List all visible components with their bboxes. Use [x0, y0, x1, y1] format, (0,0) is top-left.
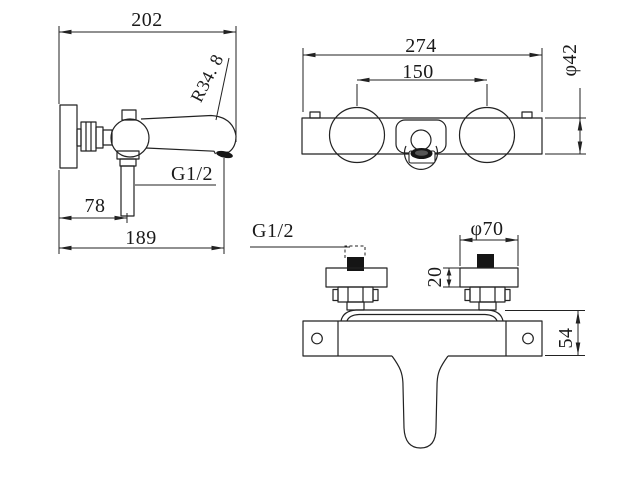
adapter-large — [95, 126, 104, 149]
top-flange-diameter-label: φ70 — [470, 218, 504, 240]
inlet-nut-right-tab-b — [504, 288, 511, 302]
screw-hole-right — [522, 332, 534, 345]
top-body-depth-label: 54 — [555, 327, 577, 349]
inlet-neck-left — [346, 301, 365, 311]
front-view — [301, 48, 586, 170]
wall-flange-left — [328, 106, 386, 164]
body-back-chamfer — [340, 309, 504, 322]
spout-opening-inner — [415, 150, 428, 156]
mounting-nut — [80, 121, 97, 152]
spout-ring-outer — [403, 145, 439, 170]
spout-aerator — [216, 150, 233, 159]
side-reach-label: 189 — [125, 227, 157, 249]
wall-flange-right — [458, 106, 516, 164]
inlet-neck-right — [478, 301, 497, 311]
inlet-nut-left-tab-a — [332, 288, 339, 302]
side-view — [58, 26, 237, 254]
spout-top-outline — [391, 355, 449, 449]
mounting-ear-lines — [337, 321, 507, 356]
wall-plate — [59, 104, 78, 169]
inlet-nut-left-facets — [347, 287, 364, 302]
front-view-dimensions — [302, 48, 586, 155]
front-body-diameter-label: φ42 — [559, 43, 581, 77]
top-inlet-thread-label: G1/2 — [252, 220, 294, 242]
side-overall-width-label: 202 — [131, 9, 163, 31]
radius-leader — [215, 57, 230, 121]
top-view — [250, 235, 585, 449]
mounting-nut-facets — [85, 122, 92, 151]
top-flange-height-label: 20 — [424, 266, 446, 288]
valve-body — [110, 118, 150, 158]
end-screw-left — [309, 111, 321, 119]
spout — [140, 114, 237, 155]
inlet-pipe-right — [477, 254, 494, 268]
inlet-nut-left — [337, 286, 374, 303]
inlet-flange-right — [459, 267, 519, 288]
top-view-dimensions — [443, 235, 585, 356]
spout-ring-inner — [410, 129, 432, 151]
screw-hole-left — [311, 332, 323, 345]
inlet-nut-left-tab-b — [372, 288, 379, 302]
inlet-nut-right-facets — [479, 287, 496, 302]
inlet-nut-right-tab-a — [464, 288, 471, 302]
end-screw-right — [521, 111, 533, 119]
side-outlet-offset-label: 78 — [84, 195, 106, 217]
hidden-thread-outline — [344, 245, 366, 258]
inlet-nut-right — [469, 286, 506, 303]
side-outlet-thread-label: G1/2 — [171, 163, 213, 185]
inlet-pipe-left — [347, 257, 364, 271]
body-back-chamfer-inner — [346, 313, 498, 322]
side-view-dimensions — [58, 26, 237, 254]
body-outline — [302, 320, 543, 357]
outlet-pipe — [120, 165, 135, 217]
diverter-button — [121, 109, 137, 121]
front-overall-width-label: 274 — [405, 35, 437, 57]
outlet-collar-lower — [119, 158, 137, 167]
adapter-small — [102, 129, 113, 146]
front-inlet-spacing-label: 150 — [402, 61, 434, 83]
